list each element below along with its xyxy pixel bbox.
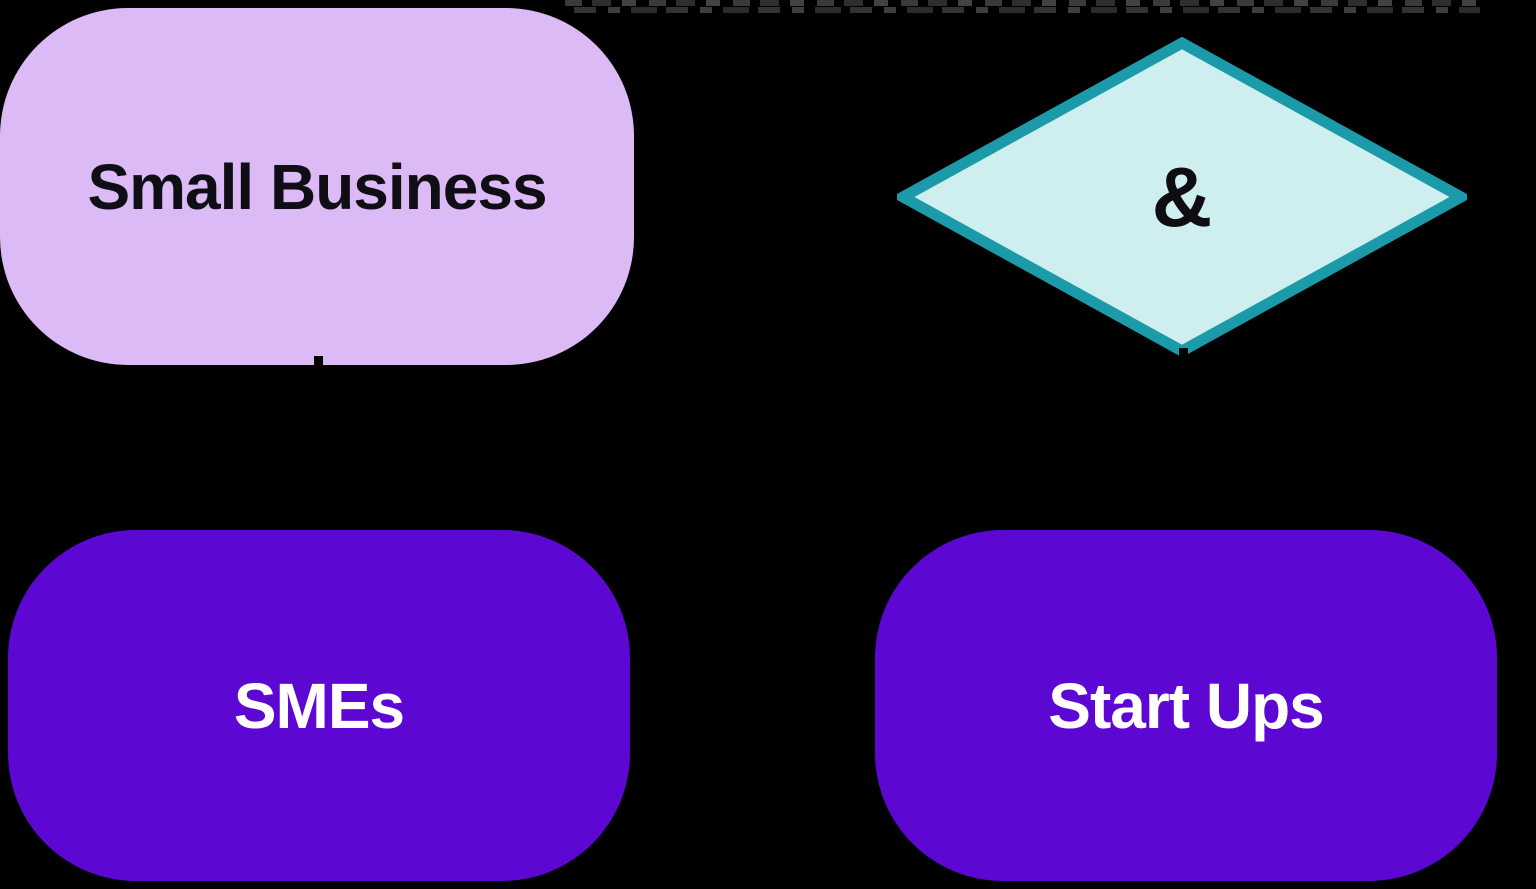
node-startups: Start Ups (875, 530, 1497, 881)
connector-ampersand-to-startups (1179, 348, 1188, 530)
node-smes-label: SMEs (233, 669, 405, 742)
connector-small-business-to-smes (314, 356, 323, 530)
diamond-polygon (897, 37, 1467, 357)
node-startups-label: Start Ups (1048, 669, 1324, 742)
node-ampersand-label: & (1151, 149, 1213, 244)
node-small-business-label: Small Business (87, 150, 547, 223)
cropped-text-artifact-row (565, 0, 1480, 6)
node-ampersand: & (897, 37, 1467, 357)
cropped-text-artifact (565, 0, 1480, 13)
node-small-business: Small Business (0, 8, 634, 365)
diamond-shape (897, 37, 1467, 357)
node-smes: SMEs (8, 530, 630, 881)
cropped-text-artifact-row (565, 7, 1480, 13)
